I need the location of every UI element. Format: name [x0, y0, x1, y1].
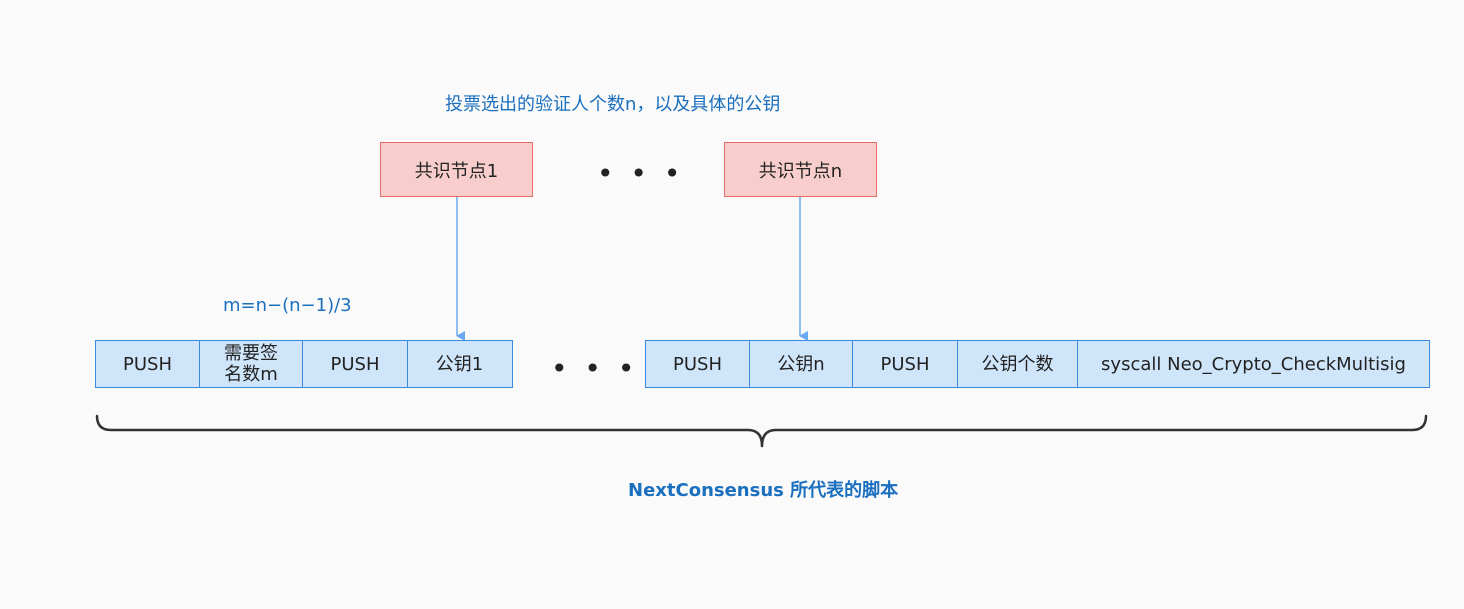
top-caption: 投票选出的验证人个数n，以及具体的公钥 — [445, 94, 781, 115]
script-cell-push: PUSH — [95, 340, 200, 388]
script-cell-push: PUSH — [645, 340, 750, 388]
script-right-row: PUSH 公钥n PUSH 公钥个数 syscall Neo_Crypto_Ch… — [645, 340, 1430, 388]
script-cell-pubkey-n: 公钥n — [748, 340, 854, 388]
script-cell-syscall: syscall Neo_Crypto_CheckMultisig — [1077, 340, 1430, 388]
ellipsis-script: • • • — [551, 352, 639, 385]
curly-brace — [95, 414, 1428, 448]
script-cell-push: PUSH — [302, 340, 408, 388]
script-cell-push: PUSH — [852, 340, 958, 388]
formula-label: m=n−(n−1)/3 — [223, 295, 352, 316]
script-cell-pubkey-1: 公钥1 — [406, 340, 513, 388]
consensus-node-n: 共识节点n — [724, 142, 877, 197]
script-cell-pubkey-count: 公钥个数 — [956, 340, 1079, 388]
script-cell-required-signatures: 需要签名数m — [198, 340, 304, 388]
consensus-node-1-label: 共识节点1 — [414, 160, 499, 182]
consensus-node-1: 共识节点1 — [380, 142, 533, 197]
ellipsis-nodes: • • • — [597, 157, 685, 190]
consensus-node-n-label: 共识节点n — [758, 160, 843, 182]
bottom-caption: NextConsensus 所代表的脚本 — [628, 480, 899, 501]
script-left-row: PUSH 需要签名数m PUSH 公钥1 — [95, 340, 513, 388]
